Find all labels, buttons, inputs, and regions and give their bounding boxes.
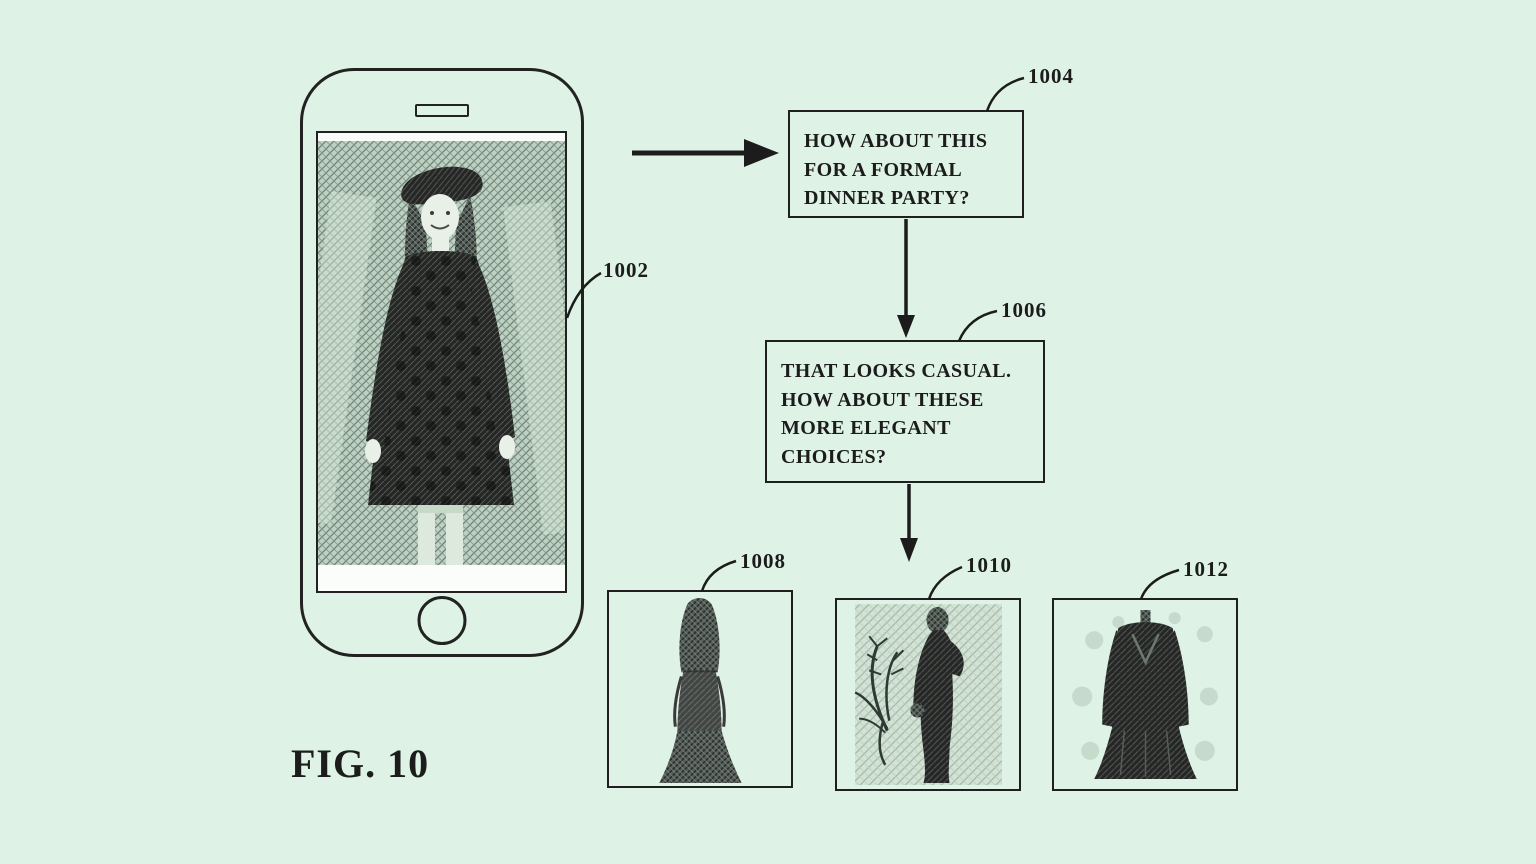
leader-1004 — [985, 76, 1025, 112]
leader-1012 — [1139, 568, 1180, 600]
gown-photo-b — [854, 604, 1002, 785]
arrow-1004-to-1006 — [897, 219, 915, 338]
ref-label-1006: 1006 — [1001, 298, 1047, 322]
assistant-refine-box: THAT LOOKS CASUAL. HOW ABOUT THESE MORE … — [765, 340, 1045, 483]
woman-hand-on-hip — [910, 607, 964, 783]
ref-label-1010: 1010 — [966, 553, 1012, 577]
ref-label-1008: 1008 — [740, 549, 786, 573]
ref-label-1004: 1004 — [1028, 64, 1074, 88]
background-spots — [1072, 612, 1218, 761]
smartphone-frame — [300, 68, 584, 657]
phone-home-button — [417, 596, 467, 645]
leader-1006 — [957, 309, 998, 342]
leader-1008 — [700, 559, 737, 592]
ref-label-1012: 1012 — [1183, 557, 1229, 581]
long-sleeve-gown — [1094, 610, 1197, 779]
dress-option-1008 — [607, 590, 793, 788]
user-outfit-photo — [318, 133, 565, 588]
arrow-1006-to-dresses — [900, 484, 918, 562]
long-gown-figure — [659, 598, 742, 783]
woman-in-dress — [365, 166, 515, 565]
arrow-phone-to-1004 — [632, 139, 779, 167]
assistant-suggestion-box: HOW ABOUT THIS FOR A FORMAL DINNER PARTY… — [788, 110, 1024, 218]
plant-foliage — [854, 635, 905, 766]
dress-option-1012 — [1052, 598, 1238, 791]
phone-screen — [316, 131, 567, 593]
gown-photo-a — [659, 598, 742, 783]
figure-caption: FIG. 10 — [291, 741, 430, 786]
dress-option-1010 — [835, 598, 1021, 791]
gown-photo-c — [1072, 610, 1218, 779]
leader-1010 — [927, 565, 963, 600]
phone-speaker-slot — [415, 104, 469, 117]
ref-label-1002: 1002 — [603, 258, 649, 282]
